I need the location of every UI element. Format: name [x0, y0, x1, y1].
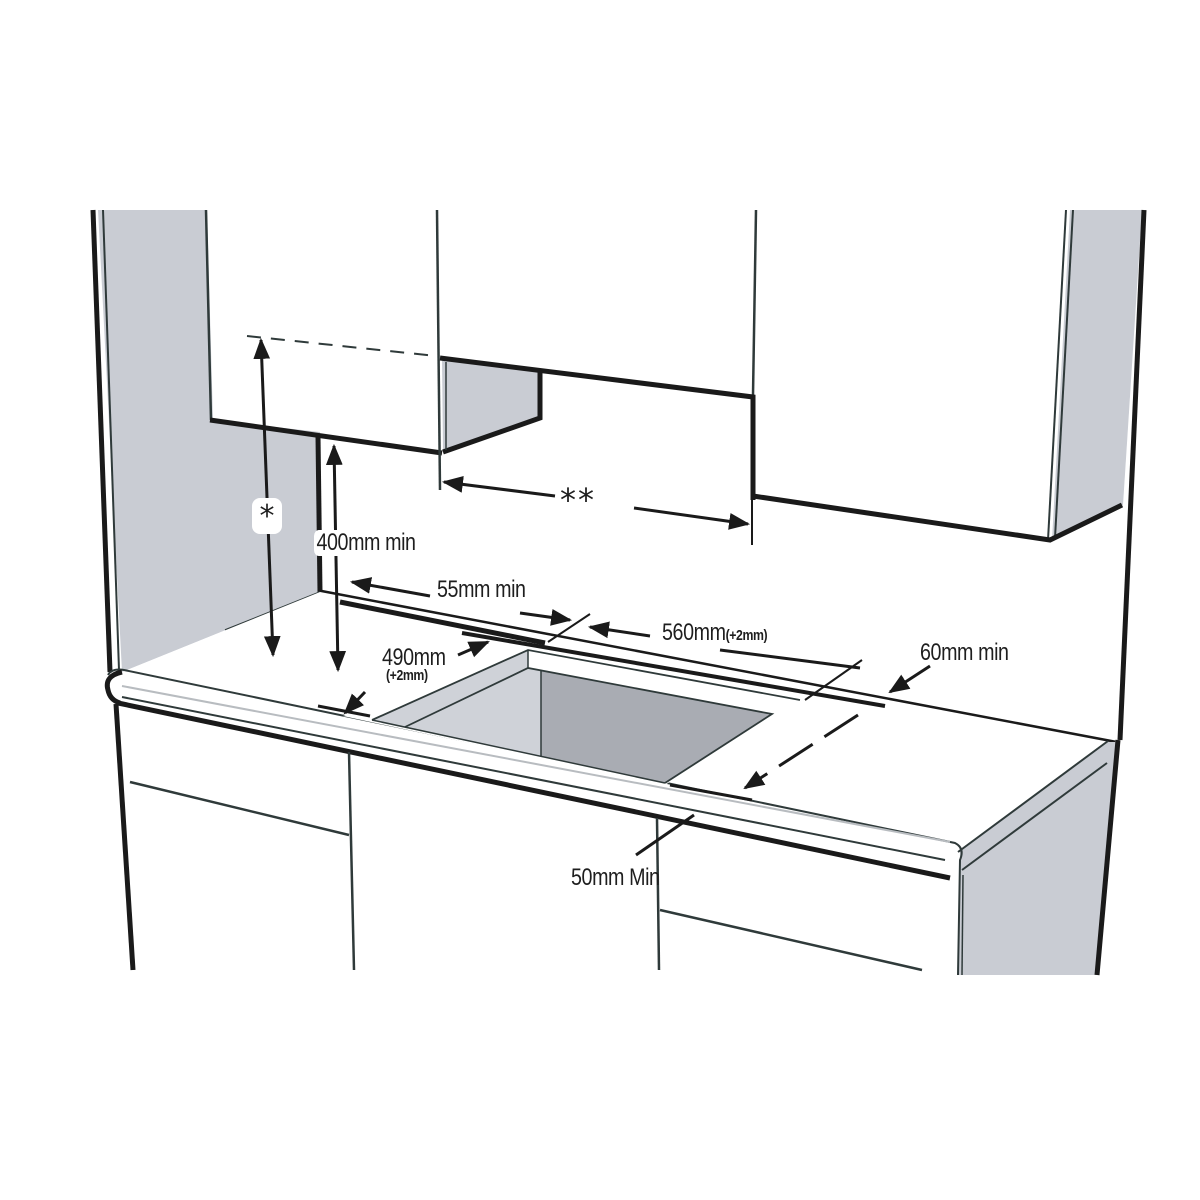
extractor-hood: [435, 209, 758, 500]
side-clearance-label: 60mm min: [920, 639, 1009, 666]
left-wall-cabinet: [209, 417, 443, 593]
hood-width-label: **: [560, 481, 596, 519]
base-cabinets: [113, 703, 923, 972]
height-to-hood-marker: *: [252, 498, 282, 534]
cutout-depth-label: 490mm: [382, 644, 446, 671]
cutout-width-tolerance: (+2mm): [725, 627, 768, 644]
right-wall-cabinet: [752, 209, 1147, 741]
height-to-hood-label: *: [259, 498, 275, 534]
left-side-panel: [90, 209, 320, 673]
wall-cabinet-clearance-label: 400mm min: [314, 530, 419, 556]
cutout-width-label: 560mm(+2mm): [662, 619, 768, 646]
front-clearance-label: 50mm Min: [571, 864, 660, 891]
hob-cutout: [343, 647, 801, 785]
cutout-depth-tolerance-label: (+2mm): [386, 667, 428, 684]
dimension-lines: [246, 335, 931, 857]
rear-clearance-label: 55mm min: [437, 576, 526, 603]
